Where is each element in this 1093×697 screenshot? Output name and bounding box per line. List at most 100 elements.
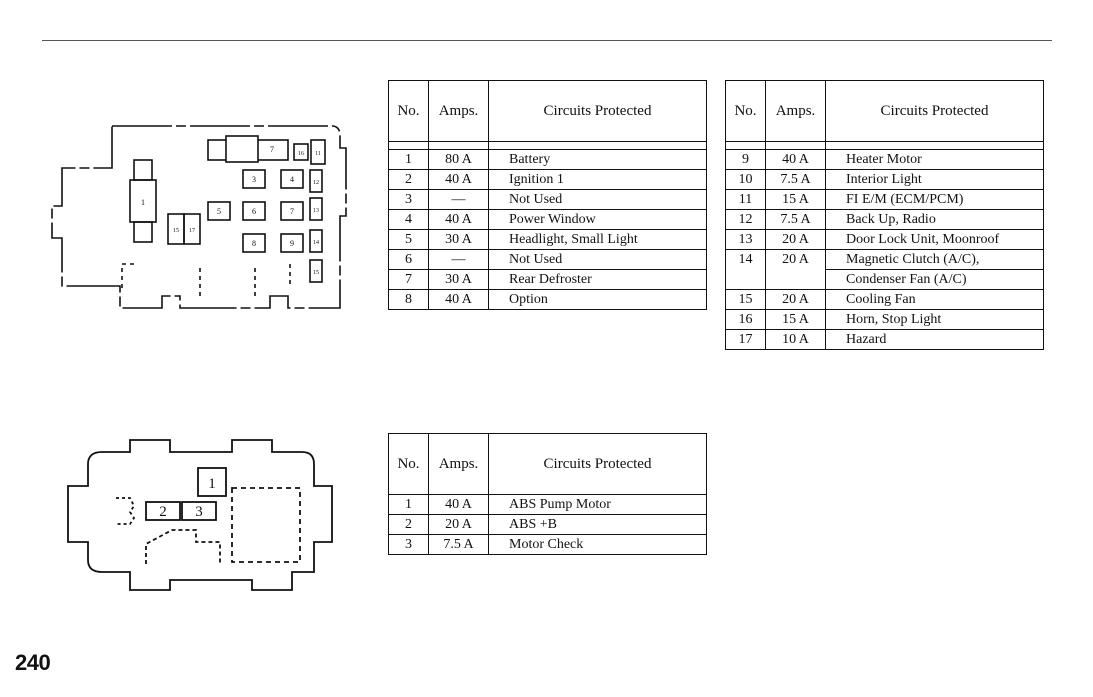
fuse-circuit: ABS +B: [488, 514, 707, 535]
fuse-amps: 40 A: [428, 209, 489, 230]
fuse-label: 5: [217, 207, 221, 216]
header-amps: Amps.: [428, 433, 489, 495]
fuse-circuit: Rear Defroster: [488, 269, 707, 290]
header-circuits: Circuits Protected: [488, 433, 707, 495]
fuse-no: 2: [388, 514, 429, 535]
header-amps: Amps.: [765, 80, 826, 142]
fuse-label: 16: [298, 151, 304, 157]
fuse-no: 4: [388, 209, 429, 230]
fuse-circuit: Interior Light: [825, 169, 1044, 190]
fuse-label: 15: [313, 270, 319, 276]
top-rule: [42, 40, 1052, 41]
fuse-amps: 20 A: [765, 249, 826, 270]
header-circuits: Circuits Protected: [825, 80, 1044, 142]
fuse-amps: 7.5 A: [765, 209, 826, 230]
fuse-amps: 20 A: [765, 289, 826, 310]
abs-fuse-box-diagram: 1 2 3: [60, 432, 340, 596]
header-circuits: Circuits Protected: [488, 80, 707, 142]
fuse-no: 9: [725, 149, 766, 170]
fuse-circuit: Not Used: [488, 189, 707, 210]
fuse-circuit: ABS Pump Motor: [488, 494, 707, 515]
fuse-label: 4: [290, 175, 294, 184]
fuse-amps: 20 A: [765, 229, 826, 250]
fuse-label: 1: [141, 198, 145, 207]
fuse-amps: 30 A: [428, 229, 489, 250]
fuse-amps: 40 A: [428, 169, 489, 190]
fuse-circuit: Not Used: [488, 249, 707, 270]
fuse-circuit: Condenser Fan (A/C): [825, 269, 1044, 290]
fuse-no: 3: [388, 189, 429, 210]
fuse-no: 1: [388, 149, 429, 170]
header-no: No.: [388, 80, 429, 142]
fuse-amps: 7.5 A: [765, 169, 826, 190]
fuse-circuit: Magnetic Clutch (A/C),: [825, 249, 1044, 270]
fuse-amps: 40 A: [428, 494, 489, 515]
fuse-label: 14: [313, 240, 319, 246]
fuse-amps: 15 A: [765, 189, 826, 210]
fuse-circuit: Hazard: [825, 329, 1044, 350]
fuse-circuit: FI E/M (ECM/PCM): [825, 189, 1044, 210]
fuse-circuit: Power Window: [488, 209, 707, 230]
fuse-no: 15: [725, 289, 766, 310]
fuse-circuit: Option: [488, 289, 707, 310]
fuse-no: 13: [725, 229, 766, 250]
fuse-no: 8: [388, 289, 429, 310]
fuse-circuit: Back Up, Radio: [825, 209, 1044, 230]
fuse-amps: —: [428, 249, 489, 270]
fuse-label: 7: [270, 145, 274, 154]
fuse-circuit: Ignition 1: [488, 169, 707, 190]
fuse-no: 17: [725, 329, 766, 350]
fuse-no: 2: [388, 169, 429, 190]
table-row: 6—Not Used: [388, 249, 707, 270]
fuse-label: 17: [189, 228, 195, 234]
fuse-amps: 40 A: [428, 289, 489, 310]
fuse-label: 13: [313, 208, 319, 214]
fuse-no: 3: [388, 534, 429, 555]
fuse-circuit: Battery: [488, 149, 707, 170]
fuse-amps: 80 A: [428, 149, 489, 170]
table-row-continued: Condenser Fan (A/C): [725, 269, 1044, 290]
fuse-circuit: Cooling Fan: [825, 289, 1044, 310]
fuse-amps: 40 A: [765, 149, 826, 170]
fuse-amps: 15 A: [765, 309, 826, 330]
fuse-label: 9: [290, 239, 294, 248]
header-no: No.: [388, 433, 429, 495]
main-fuse-box-diagram: 7 1 3 4 5 6 7 8 9 16 11 12 13 14 15 15 1…: [50, 118, 350, 318]
fuse-label: 1: [208, 476, 216, 492]
fuse-amps: 7.5 A: [428, 534, 489, 555]
page-number: 240: [15, 650, 51, 675]
fuse-label: 3: [252, 175, 256, 184]
fuse-no: 12: [725, 209, 766, 230]
fuse-label: 7: [290, 207, 294, 216]
fuse-circuit: Heater Motor: [825, 149, 1044, 170]
fuse-label: 2: [159, 504, 167, 520]
header-amps: Amps.: [428, 80, 489, 142]
fuse-circuit: Motor Check: [488, 534, 707, 555]
fuse-circuit: Horn, Stop Light: [825, 309, 1044, 330]
fuse-label: 15: [173, 228, 179, 234]
fuse-amps: 20 A: [428, 514, 489, 535]
fuse-amps: 30 A: [428, 269, 489, 290]
fuse-no: 7: [388, 269, 429, 290]
fuse-label: 12: [313, 180, 319, 186]
fuse-circuit: Door Lock Unit, Moonroof: [825, 229, 1044, 250]
table-row: 3—Not Used: [388, 189, 707, 210]
fuse-label: 3: [195, 504, 203, 520]
fuse-no: 1: [388, 494, 429, 515]
fuse-no: 6: [388, 249, 429, 270]
